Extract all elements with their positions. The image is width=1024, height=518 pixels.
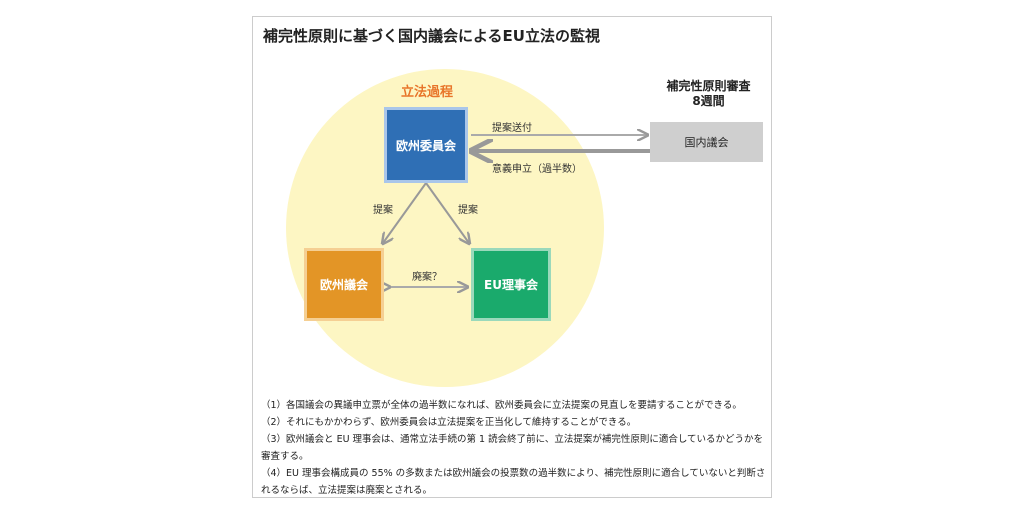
withdraw-label: 廃案？	[412, 272, 442, 283]
notes: （1）各国議会の異議申立票が全体の過半数になれば、欧州委員会に立法提案の見直しを…	[261, 397, 766, 499]
diagram-title: 補完性原則に基づく国内議会によるEU立法の監視	[263, 27, 600, 45]
send-label: 提案送付	[492, 123, 532, 134]
note-4: （4）EU 理事会構成員の 55% の多数または欧州議会の投票数の過半数により、…	[261, 468, 766, 496]
propose-left-arrow	[383, 182, 427, 243]
european-parliament-box: 欧州議会	[304, 248, 384, 321]
eu-council-box: EU理事会	[471, 248, 551, 321]
propose-right-arrow	[425, 182, 469, 243]
process-label: 立法過程	[401, 85, 454, 100]
note-1: （1）各国議会の異議申立票が全体の過半数になれば、欧州委員会に立法提案の見直しを…	[261, 400, 742, 411]
note-3: （3）欧州議会と EU 理事会は、通常立法手続の第 1 読会終了前に、立法提案が…	[261, 434, 764, 462]
european-commission-box: 欧州委員会	[384, 107, 468, 183]
review-weeks: 8週間	[692, 94, 725, 108]
national-parliament-box: 国内議会	[650, 122, 763, 162]
objection-label: 意義申立（過半数）	[492, 164, 582, 175]
review-title: 補完性原則審査	[666, 79, 751, 93]
arrows	[253, 17, 650, 497]
note-2: （2）それにもかかわらず、欧州委員会は立法提案を正当化して維持することができる。	[261, 417, 637, 428]
propose-left-label: 提案	[373, 205, 393, 216]
propose-right-label: 提案	[458, 205, 478, 216]
